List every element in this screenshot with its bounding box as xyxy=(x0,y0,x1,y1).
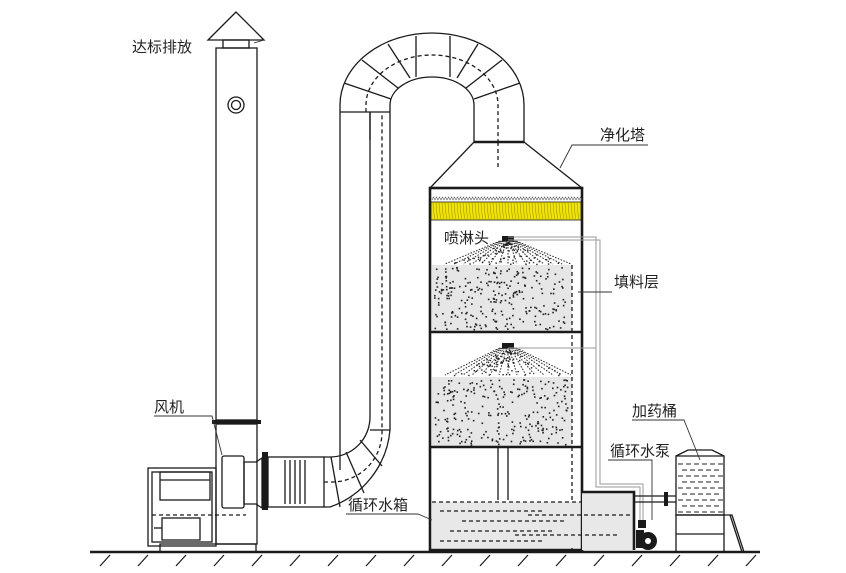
inlet-duct xyxy=(262,112,391,510)
label-fan: 风机 xyxy=(154,398,184,416)
fan-motor xyxy=(147,467,246,547)
dosing-tank-fill xyxy=(678,463,723,513)
spray-cone-lower xyxy=(444,347,572,377)
rain-cap xyxy=(206,11,266,41)
leader-lines xyxy=(154,39,701,521)
sample-port-icon xyxy=(227,96,245,114)
fan xyxy=(147,423,263,553)
ground-hatching xyxy=(99,554,757,567)
label-stack-outlet: 达标排放 xyxy=(132,38,192,56)
spray-cone-upper xyxy=(444,240,572,266)
purification-tower xyxy=(428,141,632,552)
label-circulation-tank: 循环水箱 xyxy=(348,496,408,514)
circulation-pump xyxy=(636,520,657,550)
label-spray-nozzle: 喷淋头 xyxy=(444,229,489,247)
packing-media-texture xyxy=(434,267,566,331)
label-packing-layer: 填料层 xyxy=(614,273,659,291)
ground xyxy=(90,550,760,567)
demister-texture xyxy=(431,196,583,220)
exhaust-stack xyxy=(206,11,266,424)
label-circulation-pump: 循环水泵 xyxy=(610,442,670,460)
spray-nozzle-lower xyxy=(502,343,514,348)
label-purification-tower: 净化塔 xyxy=(600,126,645,144)
circulation-tank xyxy=(440,490,636,550)
tower-sump-water xyxy=(432,502,580,548)
spray-nozzle-upper xyxy=(502,236,514,241)
label-dosing-tank: 加药桶 xyxy=(632,402,677,420)
packing-media-texture xyxy=(434,379,569,446)
tower-hood xyxy=(428,141,584,189)
packing-layer-lower xyxy=(432,377,572,447)
packing-layer-upper xyxy=(432,265,572,331)
dosing-tank xyxy=(634,449,745,553)
